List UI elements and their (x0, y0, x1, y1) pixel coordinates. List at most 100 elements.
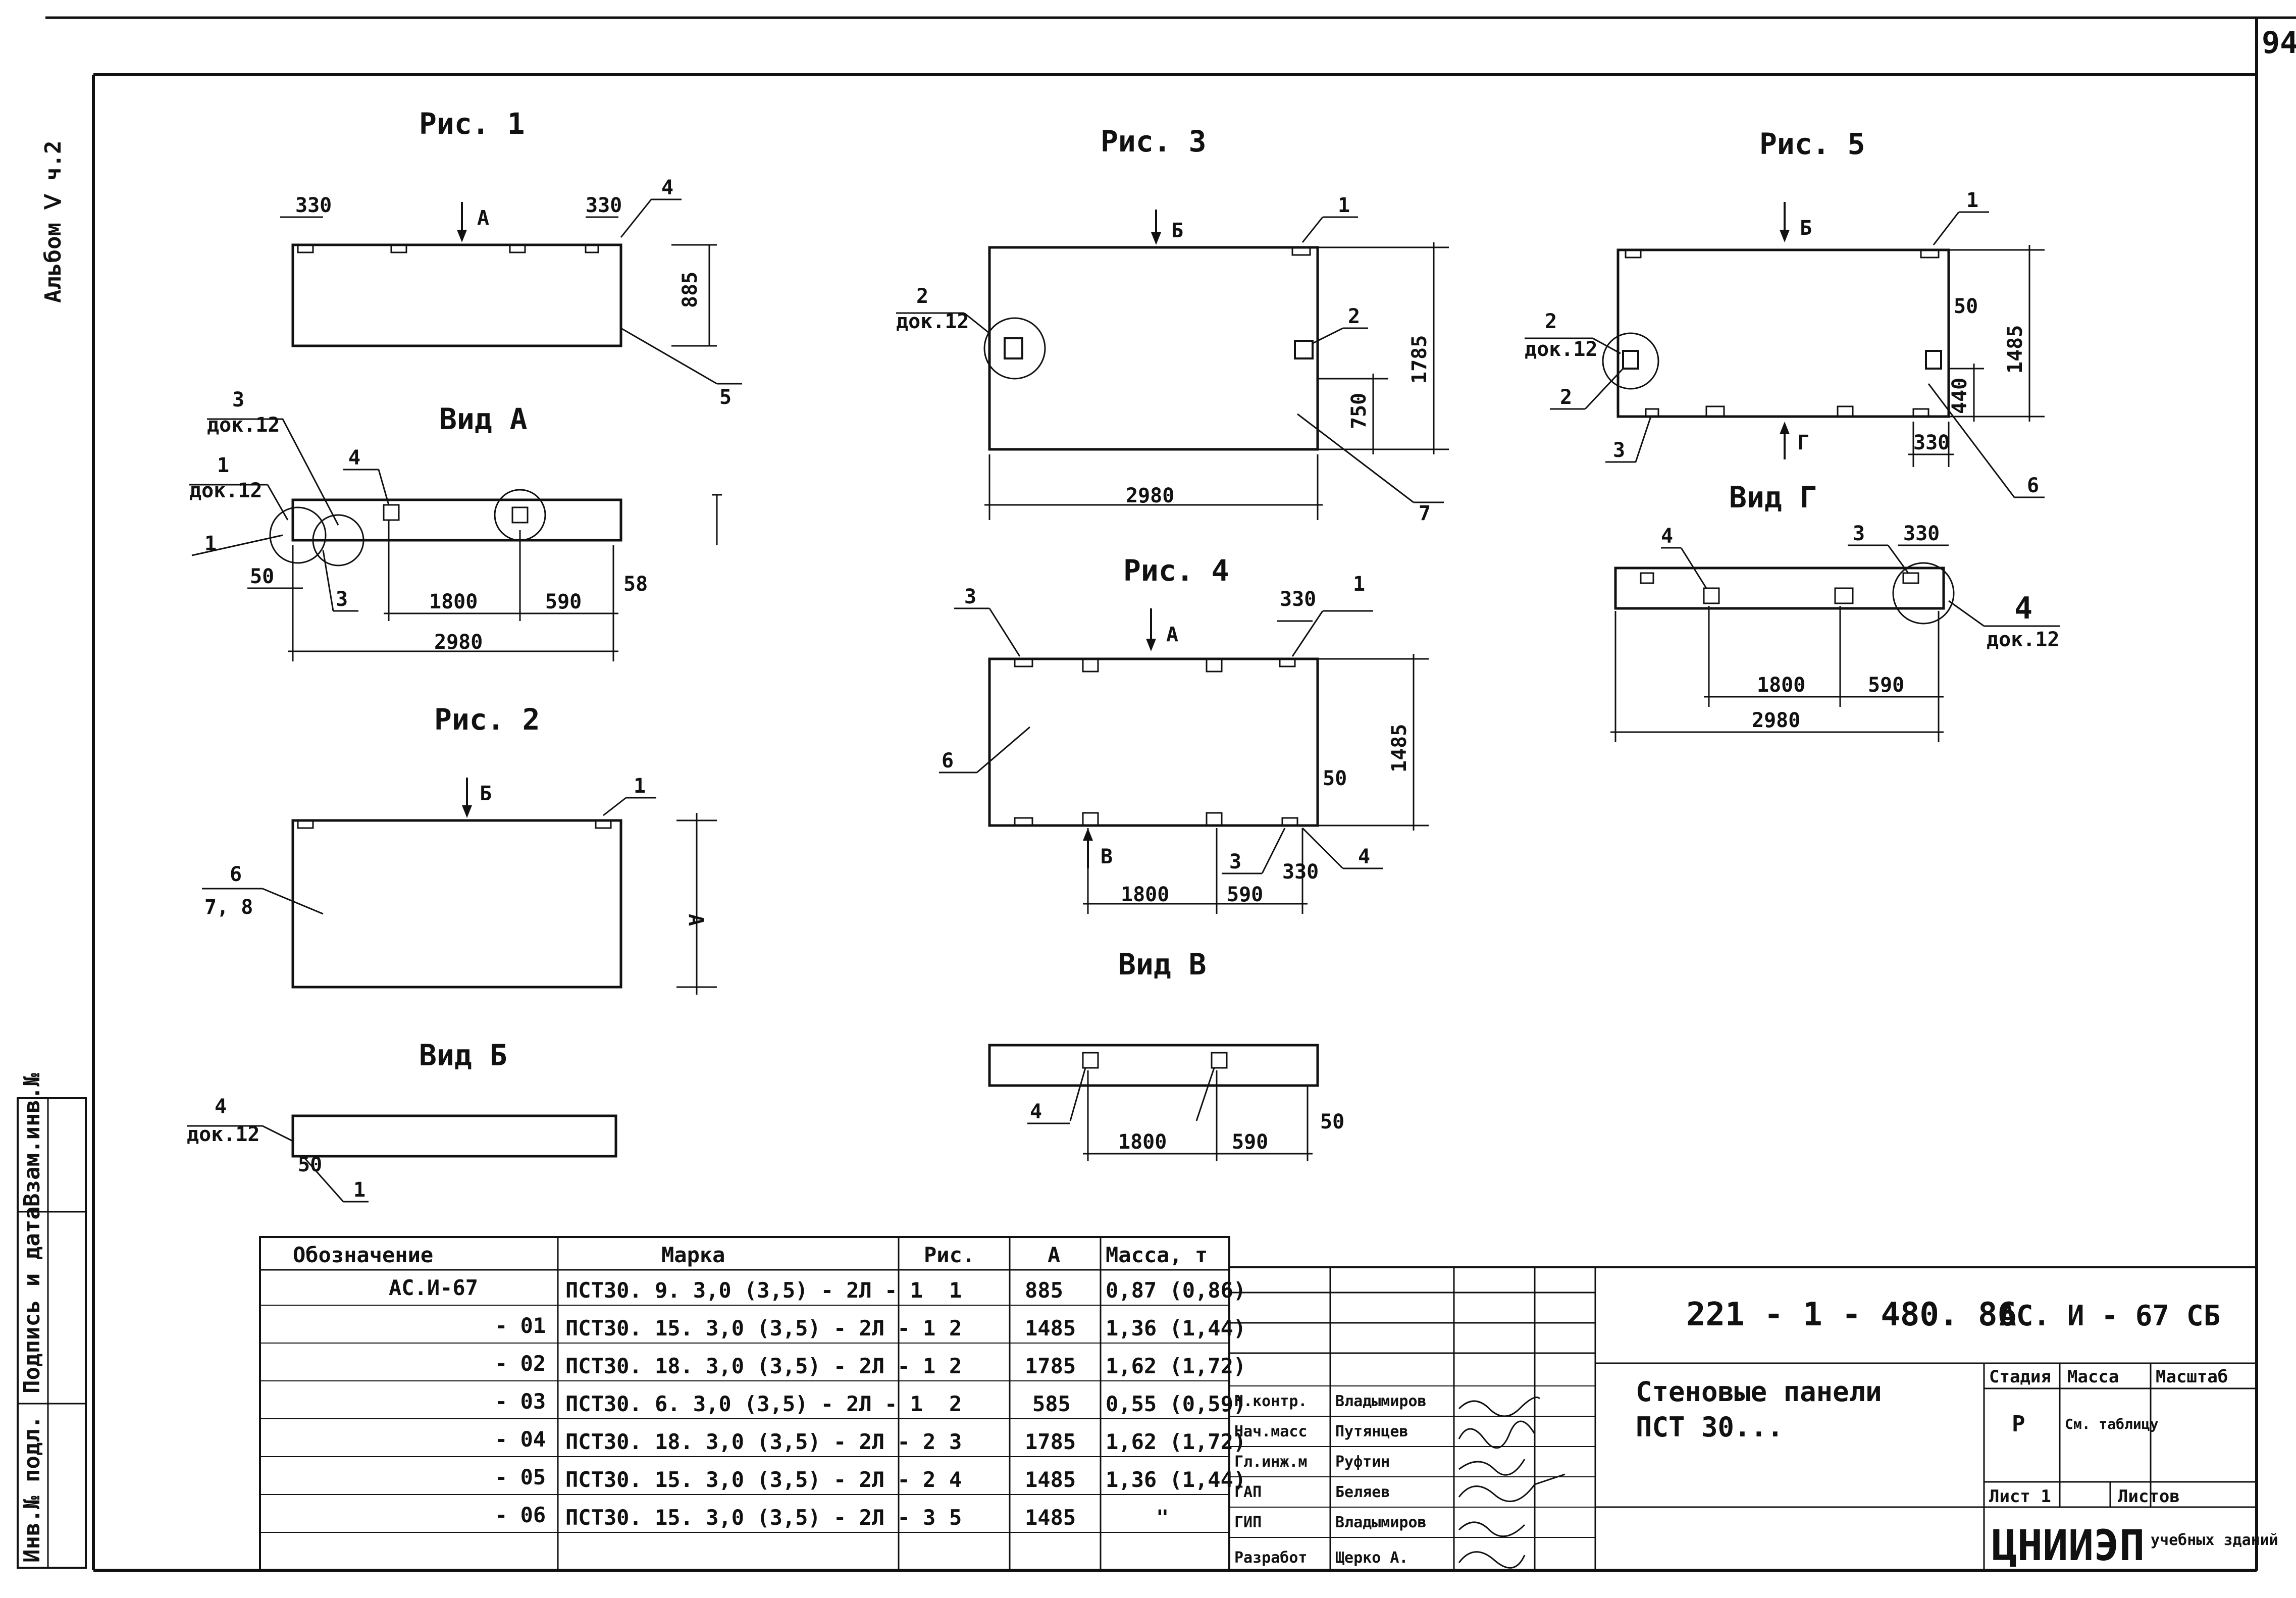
view-b-callout-4: 4 (215, 1095, 227, 1118)
view-g-dim-330: 330 (1903, 522, 1940, 545)
fig1-dim-right: 330 (586, 194, 622, 217)
spec-header-designation: Обозначение (293, 1243, 433, 1267)
org-name: ЦНИИЭП (1992, 1521, 2145, 1570)
view-g-callout-4-right-ref: док.12 (1987, 628, 2060, 651)
fig1-arrow-label: А (477, 207, 489, 230)
signature-scribble-4 (1458, 1521, 1526, 1537)
spec-row-1-mass: 1,36 (1,44) (1106, 1316, 1246, 1341)
sig-role-1: Нач.масс (1234, 1423, 1308, 1440)
stamp-replaced-inv: Взам.инв.№ (19, 1073, 45, 1207)
signature-scribble-5 (1458, 1551, 1526, 1569)
signature-scribble-2 (1458, 1459, 1526, 1476)
spec-row-5-code: - 05 (495, 1465, 546, 1489)
fig1-dim-height: 885 (679, 272, 702, 308)
spec-row-2-mark: ПСТ30. 18. 3,0 (3,5) - 2Л - 1 (565, 1354, 935, 1378)
view-v-dim-50: 50 (1320, 1110, 1344, 1133)
view-a-dim-590: 590 (545, 590, 582, 613)
spec-header-fig: Рис. (924, 1243, 975, 1267)
spec-row-3-fig: 2 (949, 1391, 962, 1416)
sig-role-5: Разработ (1234, 1549, 1308, 1567)
spec-row-2-fig: 2 (949, 1354, 962, 1378)
view-v: Вид В 4 1800 590 50 (988, 947, 1344, 1161)
spec-row-4-mass: 1,62 (1,72) (1106, 1429, 1246, 1454)
spec-table: Обозначение Марка Рис. А Масса, т АС.И-6… (259, 1236, 1246, 1571)
fig3-callout-1: 1 (1338, 194, 1350, 217)
fig3-callout-2-right: 2 (1348, 305, 1360, 328)
fig3-callout-2-left-ref: док.12 (896, 310, 969, 333)
fig5-callout-2: 2 (1545, 310, 1557, 333)
fig2-arrow-label: Б (480, 782, 492, 805)
fig4-dim-330-top: 330 (1280, 588, 1316, 611)
spec-row-1-mark: ПСТ30. 15. 3,0 (3,5) - 2Л - 1 (565, 1316, 935, 1341)
stage-value: Р (2012, 1411, 2025, 1437)
sig-name-1: Путянцев (1335, 1423, 1408, 1440)
fig5-callout-6: 6 (2027, 474, 2039, 497)
spec-row-2-a: 1785 (1025, 1354, 1076, 1378)
title-block: 221 - 1 - 480. 86 АС. И - 67 СБ Стеновые… (1228, 1266, 2278, 1571)
fig5-callout-3: 3 (1613, 439, 1625, 462)
figure-5: Рис. 5 Б 1 2 док.12 2 3 Г 50 1485 (1525, 127, 2045, 498)
sheet-number-label: Лист 1 (1989, 1486, 2051, 1507)
fig1-callout-4: 4 (661, 176, 673, 199)
sig-name-2: Руфтин (1335, 1453, 1390, 1471)
fig3-dim-750: 750 (1347, 393, 1371, 429)
mass-value: См. таблицу (2065, 1416, 2159, 1432)
signature-scribble-0 (1458, 1397, 1541, 1417)
fig5-callout-2-ref: док.12 (1525, 338, 1598, 361)
spec-row-0-mass: 0,87 (0,86) (1106, 1278, 1246, 1303)
view-a-dim-50: 50 (250, 565, 274, 588)
spec-row-1-code: - 01 (495, 1313, 546, 1338)
spec-header-mark: Марка (661, 1243, 725, 1267)
fig2-dim-a: А (684, 914, 707, 926)
doc-title-line1: Стеновые панели (1636, 1376, 1882, 1408)
spec-header-a: А (1048, 1243, 1060, 1267)
sig-role-4: ГИП (1234, 1514, 1262, 1531)
view-g-dim-590: 590 (1868, 674, 1904, 697)
view-v-dim-1800: 1800 (1118, 1130, 1167, 1154)
org-sub: учебных зданий (2151, 1531, 2278, 1549)
spec-row-6-mark: ПСТ30. 15. 3,0 (3,5) - 2Л - 3 (565, 1505, 935, 1530)
fig4-callout-3-top: 3 (964, 585, 976, 608)
spec-row-0-code: АС.И-67 (389, 1275, 478, 1300)
sig-name-4: Владымиров (1335, 1514, 1427, 1531)
sheet-code: АС. И - 67 СБ (1999, 1300, 2220, 1332)
view-g: Вид Г 4 3 330 4 док.12 1800 590 2980 (1610, 480, 2060, 742)
view-g-callout-3: 3 (1853, 522, 1865, 545)
fig2-label-78: 7, 8 (204, 896, 253, 919)
view-a-callout-4: 4 (348, 446, 360, 470)
view-g-callout-4-right: 4 (2014, 591, 2032, 626)
spec-row-2-mass: 1,62 (1,72) (1106, 1354, 1246, 1378)
view-a-callout-3-ref: док.12 (207, 414, 280, 437)
spec-row-5-fig: 4 (949, 1467, 962, 1492)
spec-row-2-code: - 02 (495, 1351, 546, 1376)
spec-row-6-mass: " (1156, 1505, 1169, 1530)
fig4-callout-4: 4 (1358, 845, 1370, 868)
spec-row-5-a: 1485 (1025, 1467, 1076, 1492)
figure-2: Рис. 2 Б 1 6 7, 8 А (202, 702, 717, 995)
view-a-dim-2980: 2980 (434, 631, 483, 654)
spec-row-6-a: 1485 (1025, 1505, 1076, 1530)
fig5-callout-2b: 2 (1560, 386, 1572, 409)
spec-row-3-code: - 03 (495, 1389, 546, 1414)
spec-header-mass: Масса, т (1106, 1243, 1208, 1267)
fig4-dim-330-bottom: 330 (1282, 860, 1319, 884)
fig1-dim-left: 330 (295, 194, 332, 217)
fig5-arrow-bottom: Г (1797, 431, 1809, 454)
spec-row-4-code: - 04 (495, 1427, 546, 1452)
sig-role-0: Н.контр. (1234, 1393, 1308, 1410)
fig5-dim-1485: 1485 (2004, 325, 2027, 374)
spec-row-3-a: 585 (1032, 1391, 1071, 1416)
mass-label: Масса (2067, 1367, 2119, 1387)
view-g-callout-4: 4 (1661, 525, 1673, 548)
view-v-title: Вид В (1118, 947, 1207, 982)
spec-row-1-fig: 2 (949, 1316, 962, 1341)
view-v-callout-4: 4 (1030, 1100, 1042, 1123)
view-g-dim-1800: 1800 (1757, 674, 1805, 697)
view-a-dim-58: 58 (623, 573, 648, 596)
fig3-callout-7: 7 (1419, 502, 1431, 525)
stage-label: Стадия (1989, 1367, 2051, 1387)
spec-row-1-a: 1485 (1025, 1316, 1076, 1341)
fig1-callout-5: 5 (719, 386, 732, 409)
fig2-label-6: 6 (230, 863, 242, 886)
fig4-arrow-top: А (1166, 623, 1178, 646)
